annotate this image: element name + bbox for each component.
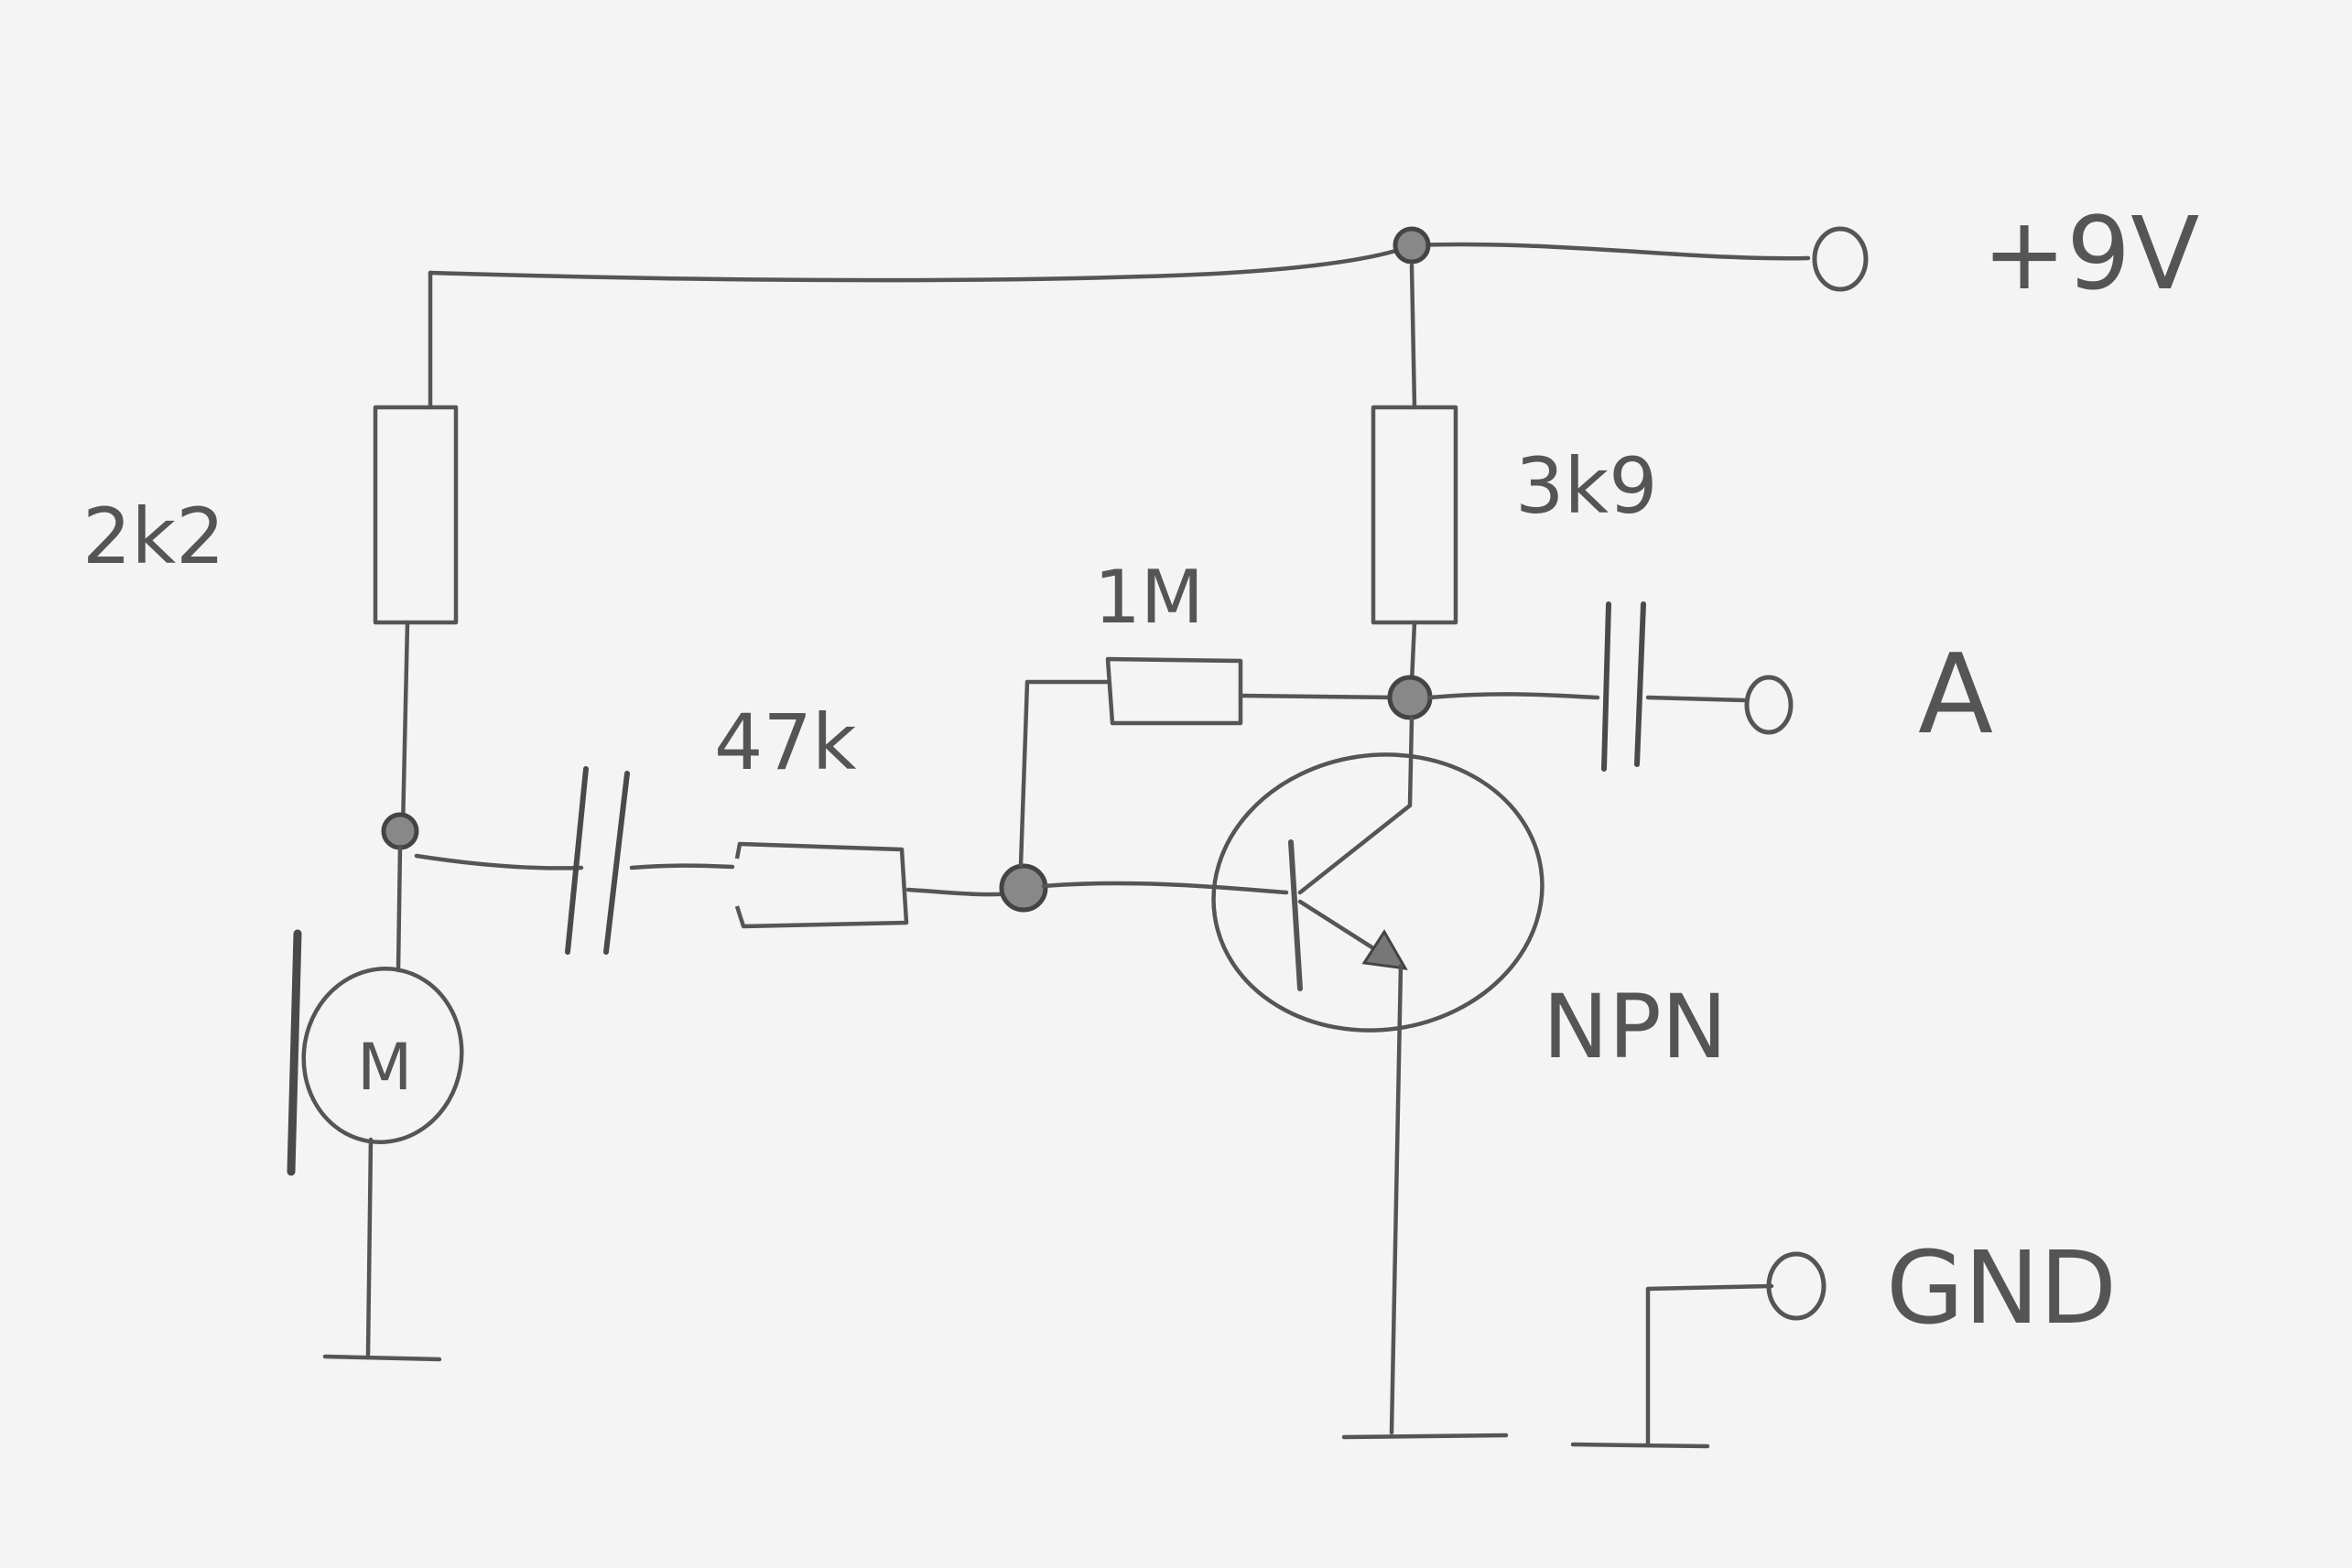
supply-rail-wire <box>428 243 1414 283</box>
cap-in-right-wire <box>629 863 735 871</box>
transistor-circle <box>1211 752 1545 1033</box>
transistor-collector-lead <box>1297 716 1414 895</box>
mic-junction-node <box>381 812 419 850</box>
label-microphone: M <box>357 1030 412 1105</box>
emitter-arrow <box>1361 929 1408 970</box>
feedback-right-wire <box>1238 693 1404 700</box>
microphone-plate <box>287 929 302 1176</box>
collector-node-wire <box>1409 620 1417 685</box>
label-output: A <box>1918 632 1993 759</box>
feedback-left-wire <box>1018 679 1111 868</box>
input-capacitor-plate-1 <box>565 766 589 955</box>
cap-out-right-wire <box>1645 695 1747 703</box>
gnd-terminal <box>1766 1251 1826 1321</box>
gnd-terminal-wire <box>1645 1283 1774 1447</box>
left-ground-symbol <box>322 1354 442 1362</box>
output-capacitor-plate-1 <box>1601 601 1611 772</box>
base-right-wire <box>1041 881 1289 895</box>
supply-junction-node <box>1393 226 1431 265</box>
collector-junction-node <box>1387 675 1433 720</box>
resistor-2k2 <box>373 405 459 625</box>
microphone-circle <box>301 967 464 1144</box>
label-47k: 47k <box>714 697 857 787</box>
input-capacitor-plate-2 <box>603 771 630 955</box>
output-capacitor-plate-2 <box>1634 601 1646 767</box>
output-terminal <box>1744 675 1794 735</box>
transistor-base-bar <box>1288 839 1303 991</box>
transistor-ground-symbol <box>1341 1433 1509 1440</box>
resistor-1m <box>1105 656 1243 726</box>
label-npn: NPN <box>1543 976 1728 1078</box>
resistor-3k9 <box>1371 405 1458 625</box>
label-2k2: 2k2 <box>82 492 225 581</box>
label-1m: 1M <box>1094 555 1204 640</box>
cap-in-left-wire <box>414 853 584 871</box>
collector-supply-wire <box>1409 263 1417 410</box>
cap-out-left-wire <box>1427 692 1600 700</box>
supply-terminal <box>1812 226 1869 292</box>
emitter-ground-wire <box>1389 963 1404 1435</box>
mic-bottom-wire <box>365 1137 374 1357</box>
label-3k9: 3k9 <box>1515 441 1658 531</box>
mic-top-wire <box>396 844 403 973</box>
label-gnd: GND <box>1886 1229 2117 1346</box>
label-supply: +9V <box>1982 195 2199 312</box>
base-junction-node <box>999 863 1048 913</box>
left-vertical-mid-wire <box>400 620 410 831</box>
gnd-ground-symbol <box>1570 1442 1710 1449</box>
supply-terminal-wire <box>1409 242 1811 261</box>
resistor-47k <box>734 841 909 929</box>
